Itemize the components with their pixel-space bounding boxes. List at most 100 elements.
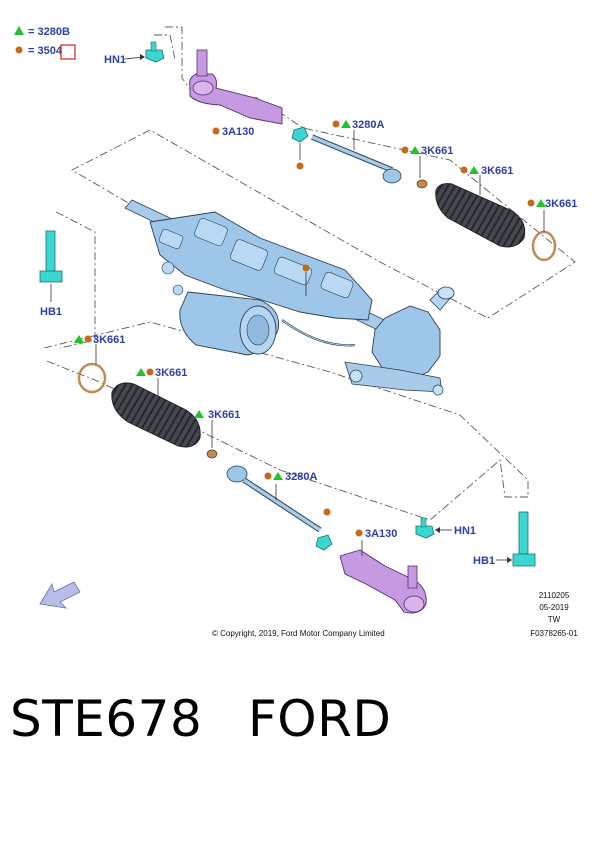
callout-3k661-left3: 3K661 bbox=[208, 409, 240, 421]
hb1-right-bolt-shank bbox=[518, 511, 529, 555]
housing-details bbox=[158, 218, 354, 299]
callout-3k661-top3: 3K661 bbox=[545, 198, 577, 210]
a3k661-top2-dot-icon bbox=[460, 166, 468, 174]
large-clamp-top bbox=[531, 230, 557, 262]
a3k661-left2-triangle-icon bbox=[136, 368, 146, 376]
callout-3280a-top: 3280A bbox=[352, 119, 384, 131]
pinion-top bbox=[437, 286, 455, 300]
hn1-bottom-arrow bbox=[435, 527, 440, 533]
caption-brand: FORD bbox=[248, 690, 392, 748]
lower-outline bbox=[43, 321, 529, 521]
top-nut-outline bbox=[154, 34, 176, 61]
callout-hb1-right: HB1 bbox=[473, 555, 495, 567]
hb1-right-bolt-head-icon bbox=[512, 553, 536, 567]
a3k661-left2-dot-icon bbox=[146, 368, 154, 376]
legend: = 3280B = 3504 bbox=[14, 26, 76, 60]
dashed-outlines bbox=[43, 26, 576, 521]
a3280a-bottom-triangle-icon bbox=[273, 472, 283, 480]
inner-tie-rod-bottom-fill bbox=[243, 478, 321, 532]
callout-3k661-top1: 3K661 bbox=[421, 145, 453, 157]
a3k661-top1-triangle-icon bbox=[410, 146, 420, 154]
hb1-left-bolt-shank bbox=[45, 230, 56, 272]
left-bolt-group: HB1 bbox=[39, 230, 63, 318]
hb1-left-bolt-head-icon bbox=[39, 270, 63, 283]
legend-label-3504: = 3504 bbox=[28, 45, 63, 57]
bracket-5 bbox=[320, 271, 354, 299]
meta-line-2: 05-2019 bbox=[539, 603, 569, 612]
callout-3a130-bottom: 3A130 bbox=[365, 528, 397, 540]
callout-3k661-top2: 3K661 bbox=[481, 165, 513, 177]
bracket-1 bbox=[158, 228, 184, 250]
outer-tie-rod-ball-top bbox=[192, 80, 214, 96]
right-mount-hole-1 bbox=[349, 369, 363, 383]
jam-nut-top-dot-icon bbox=[296, 162, 304, 170]
highlight-box bbox=[60, 44, 76, 60]
right-mount-hole-2 bbox=[432, 384, 444, 396]
hn1-top-nut-icon bbox=[145, 49, 165, 63]
a3k661-left1-triangle-icon bbox=[74, 335, 84, 343]
caption: STE678 FORD bbox=[0, 690, 600, 760]
a3280a-top-triangle-icon bbox=[341, 120, 351, 128]
a3k661-left1-dot-icon bbox=[84, 335, 92, 343]
callout-hn1-bottom: HN1 bbox=[454, 525, 476, 537]
hn1-bottom-nut-icon bbox=[415, 525, 435, 539]
small-clamp-top bbox=[416, 179, 428, 189]
motor-end-inner bbox=[246, 314, 270, 346]
legend-dot-icon bbox=[15, 46, 23, 54]
bracket-2 bbox=[194, 218, 228, 246]
outer-tie-rod-stud-bottom bbox=[407, 565, 418, 589]
inner-tie-rod-bottom-ball bbox=[226, 465, 248, 483]
pinion-tower bbox=[371, 305, 441, 381]
a3k661-top3-triangle-icon bbox=[536, 199, 546, 207]
mount-boss-2 bbox=[172, 284, 184, 296]
bracket-4 bbox=[273, 256, 313, 286]
callout-3k661-left1: 3K661 bbox=[93, 334, 125, 346]
front-direction-arrow-icon bbox=[39, 581, 81, 609]
feed-pipe-inner bbox=[281, 319, 356, 346]
meta-line-1: 2110205 bbox=[539, 591, 570, 600]
large-clamp-left bbox=[77, 362, 107, 394]
mount-boss-1 bbox=[161, 261, 175, 275]
a3k661-top1-dot-icon bbox=[401, 146, 409, 154]
a3k661-left3-triangle-icon bbox=[194, 410, 204, 418]
housing-dot-icon bbox=[302, 264, 310, 272]
bracket-3 bbox=[230, 239, 268, 271]
steering-gear-housing bbox=[124, 199, 455, 396]
callout-3k661-left2: 3K661 bbox=[155, 367, 187, 379]
inner-tie-rod-top-fill bbox=[311, 135, 393, 172]
steering-rack-exploded-diagram: = 3280B = 3504 bbox=[14, 26, 578, 638]
hn1-bottom-nut-stud bbox=[420, 517, 427, 528]
legend-label-3280b: = 3280B bbox=[28, 26, 70, 38]
a3280a-top-dot-icon bbox=[332, 120, 340, 128]
outer-tie-rod-stud-top bbox=[196, 49, 208, 77]
meta-line-3: TW bbox=[548, 615, 561, 624]
callout-3280a-bottom: 3280A bbox=[285, 471, 317, 483]
caption-part-number: STE678 bbox=[10, 690, 203, 748]
copyright-text: © Copyright, 2019, Ford Motor Company Li… bbox=[212, 629, 385, 638]
upper-tie-rod-group: HN1 3A130 3280A 3K661 3K661 bbox=[104, 41, 577, 262]
callout-hb1-left: HB1 bbox=[40, 306, 62, 318]
hb1-right-arrow bbox=[507, 557, 512, 563]
upper-outline bbox=[71, 26, 576, 319]
inner-tie-rod-top-ball bbox=[382, 168, 402, 184]
legend-triangle-icon bbox=[14, 26, 24, 35]
callout-3a130-top: 3A130 bbox=[222, 126, 254, 138]
outer-tie-rod-ball-bottom bbox=[403, 595, 425, 613]
meta-code: F0378265-01 bbox=[530, 629, 578, 638]
hn1-top-nut-stud bbox=[150, 41, 157, 52]
bellows-boot-bottom bbox=[111, 382, 201, 448]
a3a130-top-dot-icon bbox=[212, 127, 220, 135]
a3a130-bottom-dot-icon bbox=[355, 529, 363, 537]
hn1-top-arrow bbox=[140, 54, 145, 60]
a3k661-top2-triangle-icon bbox=[469, 166, 479, 174]
jam-nut-top bbox=[291, 126, 309, 143]
a3k661-top3-dot-icon bbox=[527, 199, 535, 207]
small-clamp-bottom bbox=[206, 449, 218, 459]
left-bolt-outline bbox=[55, 211, 96, 349]
rod-end-dot-icon bbox=[323, 508, 331, 516]
callout-hn1-top: HN1 bbox=[104, 54, 126, 66]
lower-tie-rod-group: 3K661 3K661 3K661 3280A 3A130 bbox=[74, 334, 536, 614]
jam-nut-bottom bbox=[315, 534, 333, 551]
bellows-boot-top bbox=[435, 183, 526, 248]
feed-pipe bbox=[281, 319, 356, 347]
